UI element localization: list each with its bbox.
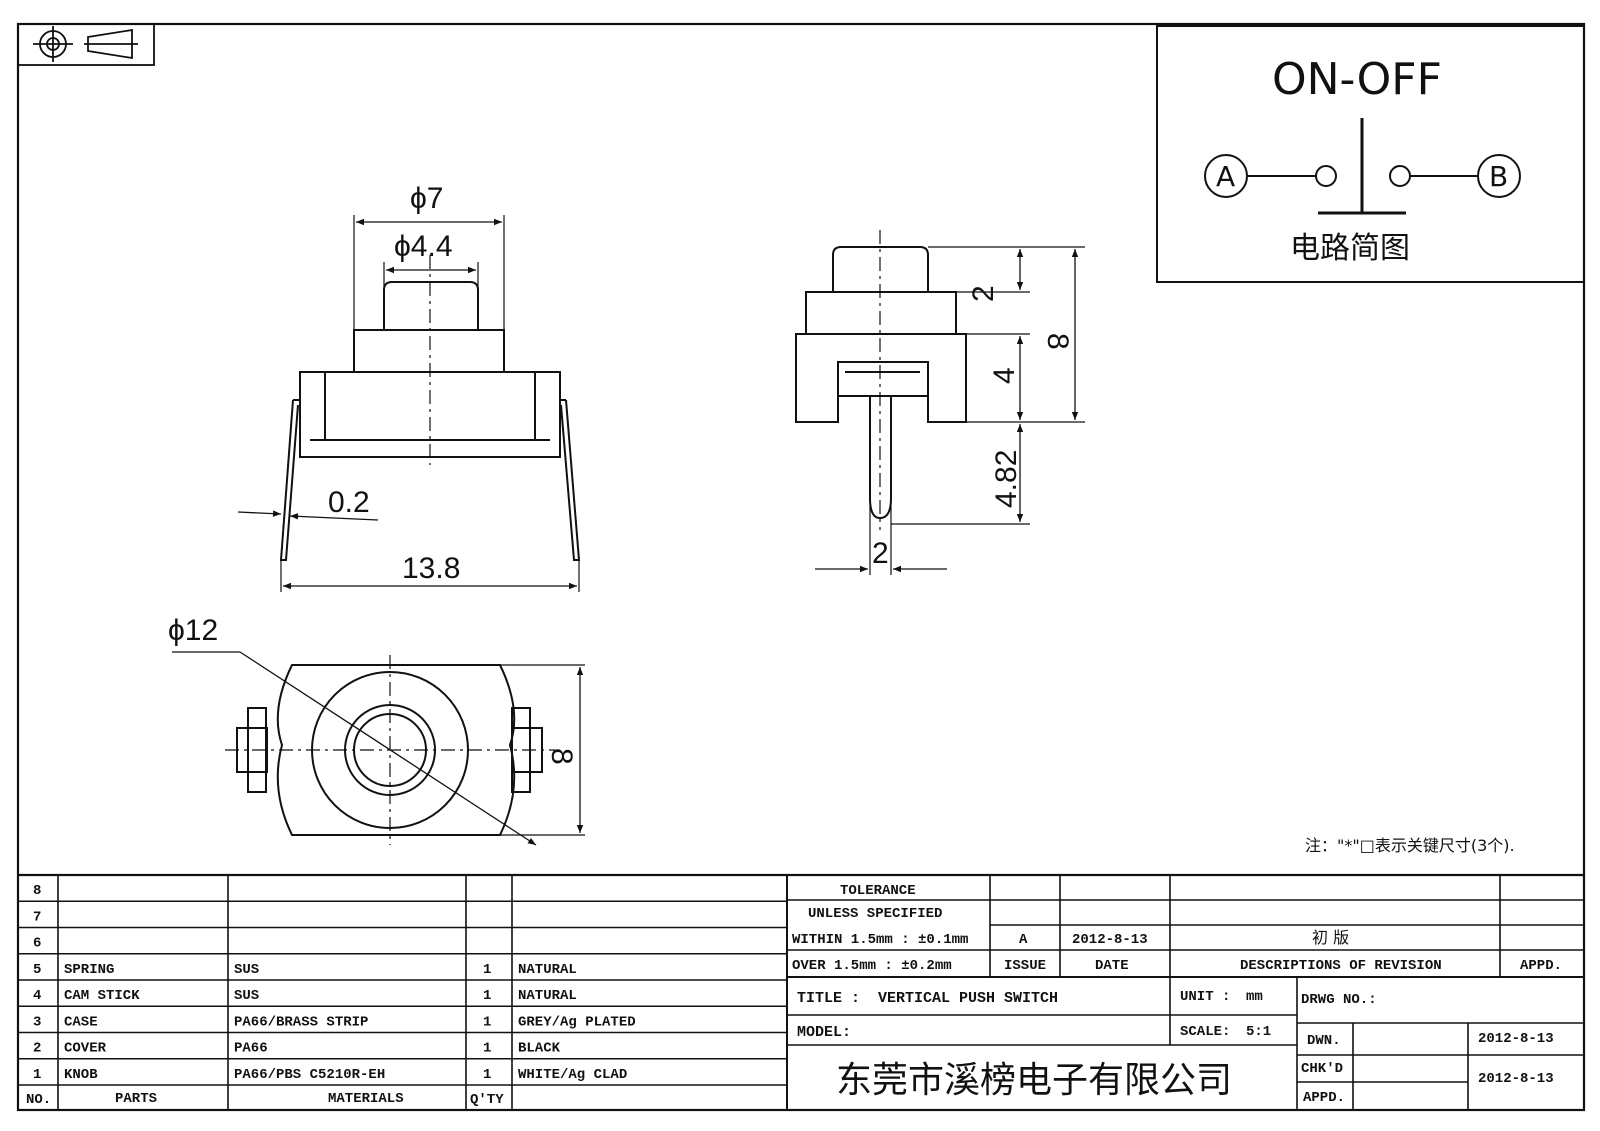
chkd-date: 2012-8-13	[1478, 1071, 1554, 1087]
bom-cell-no: 3	[33, 1014, 41, 1030]
bom-cell-no: 4	[33, 988, 41, 1004]
terminal-a-label: A	[1216, 160, 1235, 193]
bom-cell-qty: 1	[483, 988, 491, 1004]
unit-label: UNIT :	[1180, 989, 1230, 1005]
dim-8-top: 8	[545, 748, 578, 765]
dwn-date: 2012-8-13	[1478, 1031, 1554, 1047]
dim-side-2: 2	[967, 285, 1000, 302]
bom-cell-qty: 1	[483, 1014, 491, 1030]
bom-cell-part: SPRING	[64, 962, 114, 978]
sheet-border	[16, 22, 1586, 1112]
chkd-label: CHK'D	[1301, 1061, 1343, 1077]
bom-cell-no: 2	[33, 1041, 41, 1057]
tolerance-line-2: UNLESS SPECIFIED	[808, 906, 942, 922]
unit-value: mm	[1246, 989, 1263, 1005]
bom-cell-part: COVER	[64, 1041, 107, 1057]
dim-phi7: ϕ7	[410, 182, 444, 215]
bom-header-materials: MATERIALS	[328, 1091, 404, 1107]
revision-issue: A	[1019, 932, 1028, 948]
bom-cell-material: PA66/BRASS STRIP	[234, 1014, 368, 1030]
bom-header-parts: PARTS	[115, 1091, 157, 1107]
scale-label: SCALE:	[1180, 1024, 1230, 1040]
title-value: VERTICAL PUSH SWITCH	[878, 990, 1058, 1007]
dwn-label: DWN.	[1307, 1033, 1341, 1049]
bom-cell-no: 1	[33, 1067, 41, 1083]
model-label: MODEL:	[797, 1024, 851, 1041]
bom-cell-part: CAM STICK	[64, 988, 140, 1004]
bom-cell-no: 7	[33, 909, 41, 925]
dim-side-w2: 2	[872, 537, 889, 570]
front-dimension-lines	[237, 218, 577, 590]
tolerance-over: OVER 1.5mm : ±0.2mm	[792, 958, 952, 974]
revision-date: 2012-8-13	[1072, 932, 1148, 948]
bom-header-qty: Q'TY	[470, 1092, 504, 1108]
bom-cell-material: SUS	[234, 988, 259, 1004]
bom-cell-part: KNOB	[64, 1067, 98, 1083]
top-dimension-lines	[172, 651, 584, 846]
drwg-no-label: DRWG NO.:	[1301, 992, 1377, 1008]
bom-cell-material: PA66/PBS C5210R-EH	[234, 1067, 385, 1083]
key-dimension-note: 注："*"□表示关键尺寸(3个).	[1305, 836, 1515, 855]
bom-cell-part: CASE	[64, 1014, 98, 1030]
tolerance-line-1: TOLERANCE	[840, 883, 916, 899]
bom-cell-no: 5	[33, 962, 41, 978]
bom-cell-finish: WHITE/Ag CLAD	[518, 1067, 627, 1083]
side-view	[795, 230, 1085, 575]
bom-cell-finish: NATURAL	[518, 988, 577, 1004]
header-date: DATE	[1095, 958, 1129, 974]
scale-value: 5:1	[1246, 1024, 1271, 1040]
bom-header-no: NO.	[26, 1092, 51, 1108]
tolerance-within: WITHIN 1.5mm : ±0.1mm	[792, 932, 968, 948]
dim-side-4: 4	[988, 367, 1021, 384]
title-block	[787, 875, 1584, 1110]
circuit-title: ON-OFF	[1272, 54, 1442, 105]
bom-cell-qty: 1	[483, 962, 491, 978]
projection-symbol	[17, 23, 155, 66]
header-descriptions: DESCRIPTIONS OF REVISION	[1240, 958, 1442, 974]
bom-cell-material: SUS	[234, 962, 259, 978]
revision-description: 初 版	[1312, 928, 1349, 947]
title-label: TITLE :	[797, 990, 860, 1007]
bom-cell-finish: BLACK	[518, 1041, 561, 1057]
company-name: 东莞市溪榜电子有限公司	[836, 1060, 1232, 1101]
circuit-diagram	[1156, 25, 1585, 283]
bom-cell-finish: NATURAL	[518, 962, 577, 978]
bom-cell-finish: GREY/Ag PLATED	[518, 1014, 636, 1030]
dim-0-2: 0.2	[328, 486, 370, 519]
bom-cell-no: 8	[33, 883, 41, 899]
bom-cell-qty: 1	[483, 1067, 491, 1083]
dim-phi44: ϕ4.4	[394, 230, 453, 263]
dim-side-8: 8	[1041, 333, 1074, 350]
bom-table	[18, 873, 1584, 1110]
circuit-caption: 电路简图	[1290, 231, 1410, 266]
terminal-b-label: B	[1489, 160, 1508, 193]
bom-cell-material: PA66	[234, 1041, 268, 1057]
dim-side-4-82: 4.82	[990, 450, 1023, 508]
header-appd: APPD.	[1520, 958, 1562, 974]
front-view	[279, 215, 581, 592]
dim-phi12: ϕ12	[168, 614, 218, 647]
bom-cell-qty: 1	[483, 1041, 491, 1057]
side-dimension-lines	[815, 249, 1079, 573]
appd-label: APPD.	[1303, 1090, 1345, 1106]
dim-13-8: 13.8	[402, 552, 460, 585]
bom-cell-no: 6	[33, 936, 41, 952]
top-view	[225, 655, 585, 845]
header-issue: ISSUE	[1004, 958, 1046, 974]
